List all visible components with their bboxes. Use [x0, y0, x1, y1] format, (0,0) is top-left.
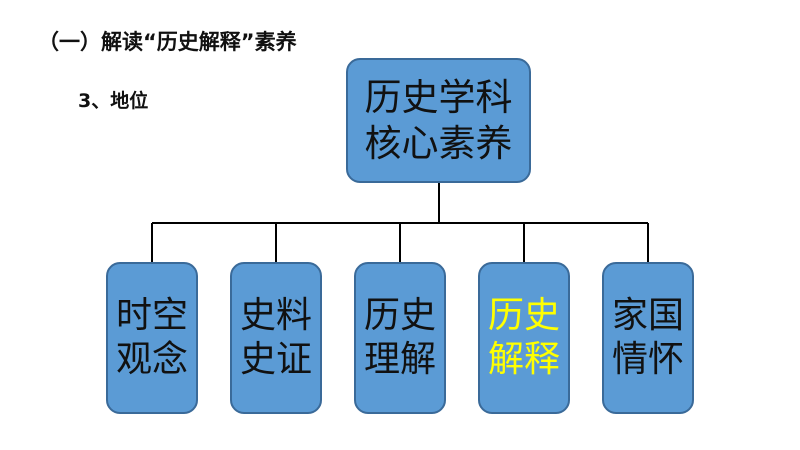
child-node-3-line2: 理解 [363, 339, 436, 380]
child-node-1-line2: 观念 [115, 339, 188, 380]
child-node-1-line1: 时空 [115, 295, 188, 337]
child-node-4-line1: 历史 [487, 295, 560, 337]
child-node-5: 家国 情怀 [602, 262, 694, 414]
child-node-3: 历史 理解 [354, 262, 446, 414]
child-node-4-line2: 解释 [487, 339, 560, 380]
child-node-2-line2: 史证 [239, 339, 312, 380]
slide-subtitle: 3、地位 [78, 90, 149, 112]
child-node-1: 时空 观念 [106, 262, 198, 414]
root-node-line2: 核心素养 [364, 121, 513, 165]
child-node-3-line1: 历史 [363, 295, 436, 337]
child-node-2-line1: 史料 [239, 295, 312, 337]
slide-title: （一）解读“历史解释”素养 [38, 30, 297, 54]
root-node: 历史学科 核心素养 [346, 58, 531, 183]
child-node-2: 史料 史证 [230, 262, 322, 414]
child-node-5-line1: 家国 [611, 295, 684, 337]
root-node-line1: 历史学科 [364, 76, 513, 120]
child-node-5-line2: 情怀 [611, 339, 684, 380]
child-node-4: 历史 解释 [478, 262, 570, 414]
